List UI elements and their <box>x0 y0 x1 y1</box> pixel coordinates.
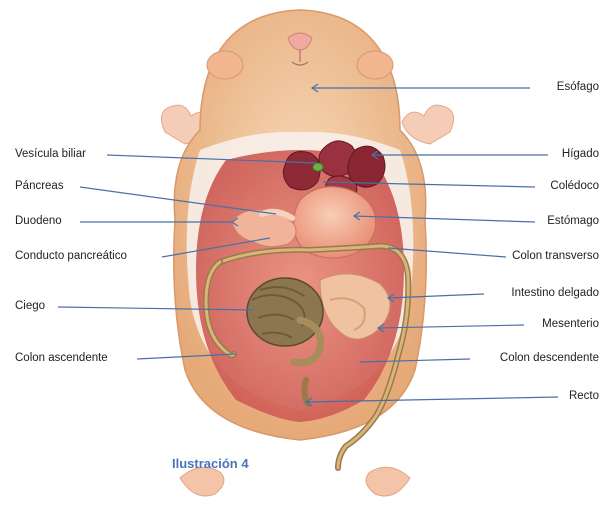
hind-feet <box>180 467 410 496</box>
label-colon-transverso: Colon transverso <box>512 250 599 263</box>
label-duodeno: Duodeno <box>15 215 62 228</box>
label-higado: Hígado <box>562 148 599 161</box>
label-vesicula-biliar: Vesícula biliar <box>15 148 86 161</box>
label-colon-ascendente: Colon ascendente <box>15 352 108 365</box>
gallbladder <box>313 163 323 171</box>
label-pancreas: Páncreas <box>15 180 64 193</box>
label-colon-descendente: Colon descendente <box>500 352 599 365</box>
label-coledoco: Colédoco <box>550 180 599 193</box>
label-estomago: Estómago <box>547 215 599 228</box>
label-mesenterio: Mesenterio <box>542 318 599 331</box>
label-recto: Recto <box>569 390 599 403</box>
figure-caption: Ilustración 4 <box>172 456 249 471</box>
label-conducto-pancreatico: Conducto pancreático <box>15 250 127 263</box>
label-intestino-delgado: Intestino delgado <box>511 287 599 300</box>
label-esofago: Esófago <box>557 81 599 94</box>
label-ciego: Ciego <box>15 300 45 313</box>
